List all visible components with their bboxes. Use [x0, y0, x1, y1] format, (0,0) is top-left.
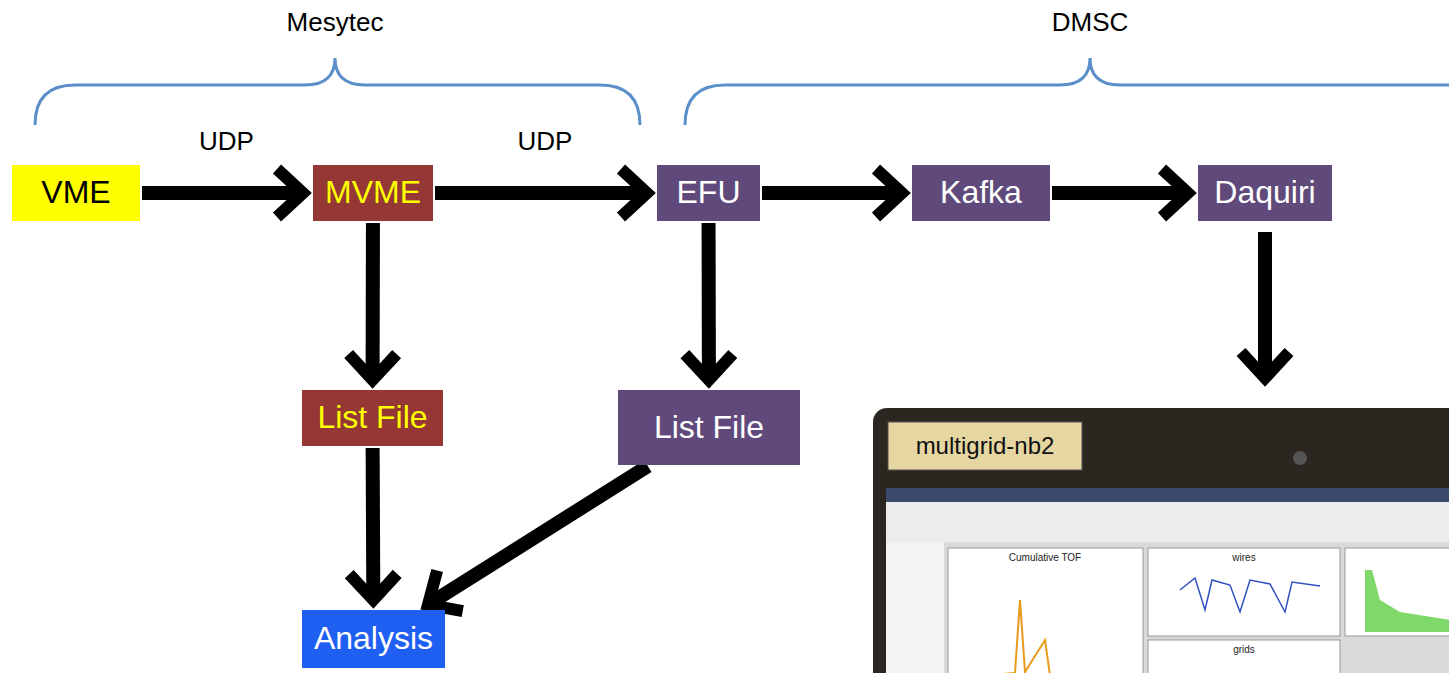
arrow-shaft — [366, 223, 380, 372]
screen-text: grids — [1233, 644, 1255, 655]
group-label: DMSC — [1052, 7, 1129, 38]
group-brace — [685, 58, 1449, 125]
spectrum-fill — [1365, 570, 1449, 632]
arrow-shaft — [142, 186, 295, 200]
arrow-head — [1241, 352, 1289, 378]
arrow-shaft — [702, 223, 716, 372]
arrow-shaft — [435, 466, 648, 600]
flow-arrow — [1052, 169, 1188, 217]
box-label: Kafka — [940, 175, 1022, 210]
group-brace — [35, 58, 640, 125]
webcam — [1293, 451, 1307, 465]
box-label: EFU — [677, 175, 741, 210]
arrow-shaft — [762, 186, 894, 200]
screen-text: multigrid-nb2 — [916, 432, 1055, 460]
output-arrow — [1258, 232, 1272, 370]
arrow-shaft — [435, 186, 639, 200]
box-label: VME — [41, 175, 110, 210]
flow-arrow — [349, 223, 397, 380]
monitor-tag — [888, 422, 1082, 470]
monitor-photo — [873, 408, 1449, 673]
plot-panel — [1148, 640, 1340, 673]
flow-arrow — [428, 466, 648, 611]
plot-panel — [948, 548, 1143, 673]
flow-arrow — [762, 169, 902, 217]
wires-trace — [1180, 578, 1320, 612]
screen-text: Cumulative TOF — [1009, 552, 1081, 563]
process-box: Daquiri — [1198, 165, 1332, 221]
tof-trace — [990, 600, 1080, 673]
box-label: Analysis — [314, 621, 433, 656]
process-box: Analysis — [302, 610, 445, 668]
plot-panel — [1345, 548, 1449, 636]
flow-arrow — [142, 169, 303, 217]
title-bar — [886, 488, 1449, 502]
plot-panel — [1148, 548, 1340, 636]
screen — [886, 488, 1449, 673]
process-box: VME — [12, 165, 140, 221]
box-label: List File — [654, 410, 764, 445]
arrow-head — [349, 354, 397, 380]
process-box: List File — [302, 390, 443, 446]
arrow-shaft — [366, 448, 381, 592]
process-box: Kafka — [912, 165, 1050, 221]
arrow-head — [621, 169, 647, 217]
box-label: MVME — [325, 175, 421, 210]
protocol-label: UDP — [514, 126, 577, 157]
protocol-label: UDP — [195, 126, 258, 157]
screen-text: wires — [1232, 552, 1255, 563]
box-label: List File — [317, 400, 427, 435]
arrow-head — [349, 574, 397, 600]
flow-arrow — [685, 223, 733, 380]
toolbar — [886, 502, 1449, 542]
side-panel — [886, 542, 944, 673]
arrow-head — [685, 354, 733, 380]
arrow-head — [876, 169, 902, 217]
arrow-head — [428, 570, 463, 611]
process-box: List File — [618, 390, 800, 465]
arrow-head — [277, 169, 303, 217]
group-label: Mesytec — [287, 7, 384, 38]
flow-arrow — [435, 169, 647, 217]
arrow-shaft — [1052, 186, 1180, 200]
box-label: Daquiri — [1214, 175, 1315, 210]
process-box: EFU — [657, 165, 760, 221]
process-box: MVME — [313, 165, 433, 221]
flow-arrow — [349, 448, 397, 600]
arrow-head — [1162, 169, 1188, 217]
